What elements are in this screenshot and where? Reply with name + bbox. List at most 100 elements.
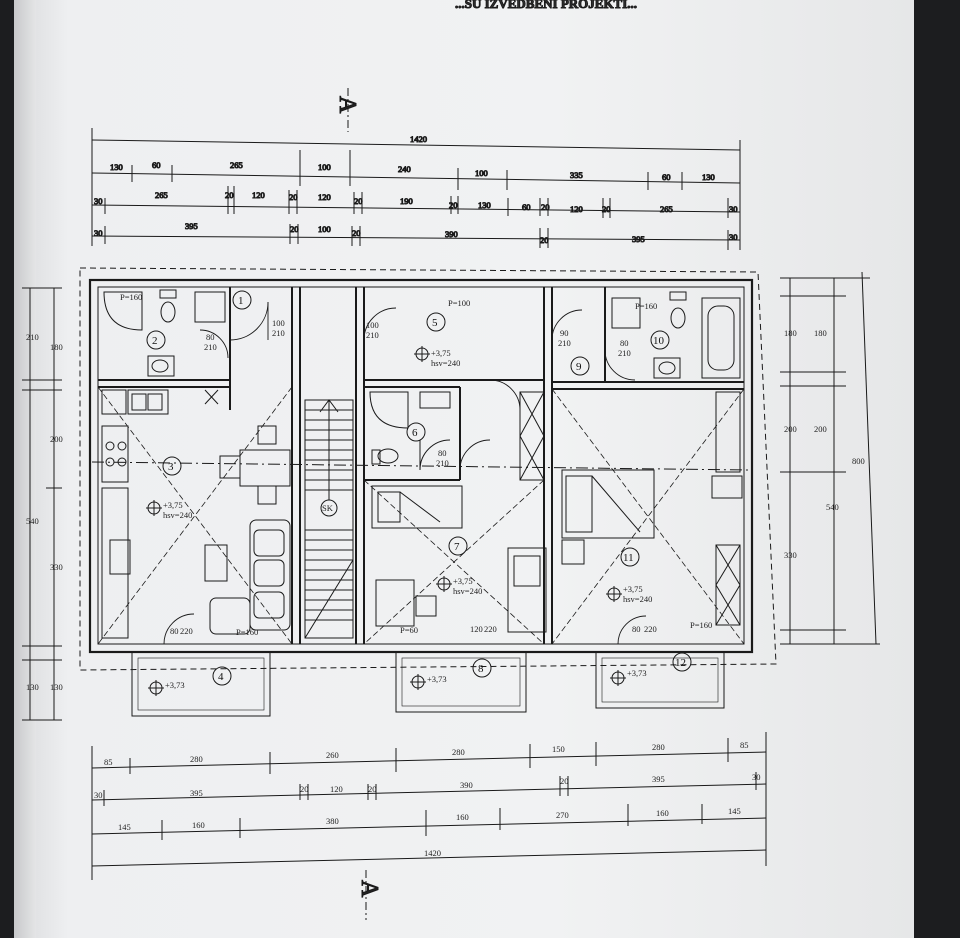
dim-top-r1-7: 60 [662,172,671,182]
dim-top-r2-15: 30 [729,204,738,214]
level-balcony-12: +3,73 [627,668,647,678]
dim-bottom-r3-3: 160 [456,812,469,822]
door-6-width: 80 [438,448,447,458]
dim-bottom-r1-2: 260 [326,750,339,760]
door-4-width: 80 [170,626,179,636]
bathroom-2-fixtures [103,289,226,377]
dim-top-r2-11: 20 [541,202,550,212]
door-6-height: 210 [436,458,449,468]
left-dimension-lines [22,287,62,721]
bedroom-11-furniture [551,388,745,645]
dim-bottom-r2-5: 390 [460,780,473,790]
height-room-5: hsv=240 [431,358,460,368]
level-room-7: +3,75 [453,576,473,586]
right-dimension-lines [780,271,880,645]
dim-top-r3-2: 20 [290,224,299,234]
dim-bottom-r3-5: 160 [656,808,669,818]
dim-bottom-r2-0: 30 [94,790,103,800]
height-room-7: hsv=240 [453,586,482,596]
dim-top-r2-13: 20 [602,204,611,214]
dim-left-outer-0: 210 [26,332,39,342]
dim-left-inner-0: 180 [50,342,63,352]
door-4-height: 220 [180,626,193,636]
dim-top-r2-9: 130 [478,200,491,210]
door-9-height: 210 [558,338,571,348]
staircase: SK [304,399,354,639]
dim-top-r2-10: 60 [522,202,531,212]
level-balcony-4: +3,73 [165,680,185,690]
door-1-width: 100 [272,318,285,328]
dim-right-3: 180 [814,328,827,338]
dim-top-r2-8: 20 [449,200,458,210]
door-5-height: 210 [366,330,379,340]
dim-right-1: 200 [784,424,797,434]
level-room-5: +3,75 [431,348,451,358]
window-10-label: P=160 [635,301,657,311]
bottom-dimension-lines [91,732,767,880]
dim-top-r2-14: 265 [660,204,673,214]
door-2-height: 210 [204,342,217,352]
dim-top-r2-3: 120 [252,190,265,200]
dim-bottom-r2-1: 395 [190,788,203,798]
room-10-number: 10 [653,335,665,347]
dim-top-r3-0: 30 [94,228,103,238]
room-2-number: 2 [152,335,158,347]
header-text: ...SU IZVEDBENI PROJEKTI... [455,0,637,11]
dim-top-r2-6: 20 [354,196,363,206]
dim-right-outer: 540 [826,502,839,512]
dim-top-r3-3: 100 [318,224,331,234]
dim-bottom-r1-5: 280 [652,742,665,752]
door-10-width: 80 [620,338,629,348]
dim-right-4: 200 [814,424,827,434]
door-swings [163,301,647,645]
dim-right-overall: 800 [852,456,865,466]
height-room-11: hsv=240 [623,594,652,604]
dim-top-r1-3: 100 [318,162,331,172]
dim-bottom-r1-0: 85 [104,757,113,767]
dim-top-r1-0: 130 [110,162,123,172]
dim-bottom-r1-1: 280 [190,754,203,764]
dim-top-r2-4: 20 [289,192,298,202]
dim-bottom-r3-4: 270 [556,810,569,820]
dim-bottom-r3-0: 145 [118,822,131,832]
level-markers [146,346,626,696]
room-8-number: 8 [478,663,484,675]
level-balcony-8: +3,73 [427,674,447,684]
window-5-label: P=100 [448,298,470,308]
dim-left-inner-3: 130 [50,682,63,692]
window-3-label: P=160 [236,627,258,637]
door-10-height: 210 [618,348,631,358]
dim-top-r3-8: 30 [729,232,738,242]
room-4-number: 4 [218,671,224,683]
bathroom-10-fixtures [611,291,741,379]
room-7-number: 7 [454,541,460,553]
room-6-number: 6 [412,427,418,439]
stair-mark: SK [322,503,334,513]
dim-right-0: 180 [784,328,797,338]
room-3-number: 3 [168,461,174,473]
room-9-number: 9 [576,361,582,373]
door-9-width: 90 [560,328,569,338]
dim-top-r2-2: 20 [225,190,234,200]
living-room-3-furniture [97,386,293,645]
dim-top-r3-4: 20 [352,228,361,238]
door-8-height: 220 [484,624,497,634]
plot-boundary-dashed [79,267,777,671]
dim-bottom-r2-4: 20 [368,784,377,794]
dim-bottom-r2-7: 395 [652,774,665,784]
dim-top-r1-2: 265 [230,160,243,170]
dim-bottom-r3-1: 160 [192,820,205,830]
dim-top-r2-1: 265 [155,190,168,200]
dim-left-outer-1: 540 [26,516,39,526]
dim-top-r1-4: 240 [398,164,411,174]
dim-top-r2-5: 120 [318,192,331,202]
door-5-width: 100 [366,320,379,330]
dim-top-r1-6: 335 [570,170,583,180]
window-11-label: P=160 [690,620,712,630]
door-12-height: 220 [644,624,657,634]
dim-bottom-r2-6: 20 [560,776,569,786]
dim-left-inner-1: 200 [50,434,63,444]
balconies [131,651,725,717]
window-2-label: P=160 [120,292,142,302]
